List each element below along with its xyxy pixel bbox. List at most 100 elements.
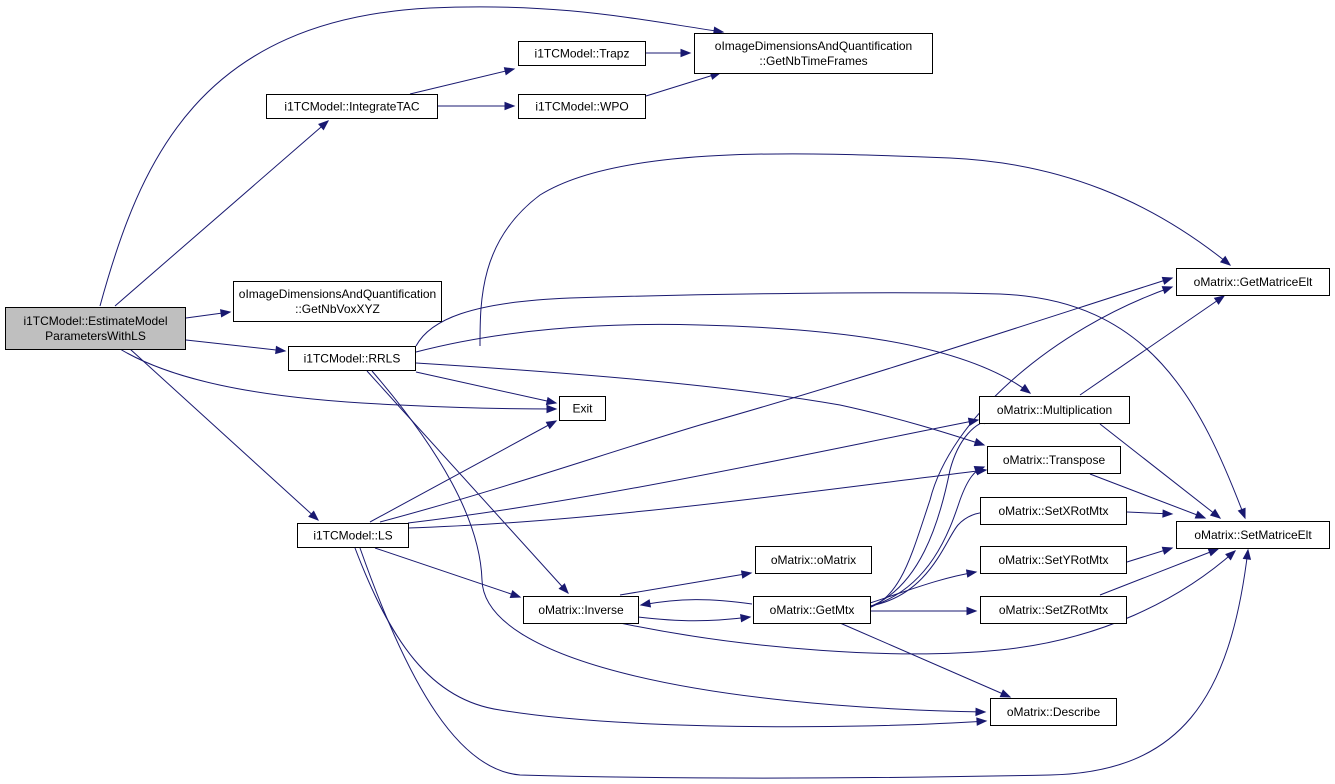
node-setzrot[interactable]: oMatrix::SetZRotMtx xyxy=(980,596,1127,624)
edge-line xyxy=(409,68,515,95)
node-box xyxy=(980,497,1127,525)
node-box xyxy=(1176,521,1330,549)
node-describe[interactable]: oMatrix::Describe xyxy=(990,698,1117,726)
edge-line xyxy=(1099,548,1219,596)
edge-line xyxy=(865,419,995,609)
node-setxrot[interactable]: oMatrix::SetXRotMtx xyxy=(980,497,1127,525)
edge-inverse-to-omatrix xyxy=(619,570,753,596)
edge-line xyxy=(862,286,1173,611)
edge-line xyxy=(479,153,1231,347)
arrowhead xyxy=(973,465,986,475)
node-label: oMatrix::SetMatriceElt xyxy=(1194,528,1312,542)
node-label: oMatrix::SetZRotMtx xyxy=(999,603,1108,617)
arrowhead xyxy=(545,396,558,406)
edge-ls-to-mult xyxy=(407,417,980,524)
edge-rrls-to-setelt xyxy=(415,292,1246,520)
node-exit[interactable]: Exit xyxy=(559,396,606,421)
arrowhead xyxy=(546,404,558,414)
edge-line xyxy=(185,339,286,352)
node-omatrix[interactable]: oMatrix::oMatrix xyxy=(755,546,872,574)
edge-ls-to-exit xyxy=(369,420,558,523)
edge-getmtx-to-getelt xyxy=(862,286,1174,611)
edge-ls-to-inverse xyxy=(374,547,522,598)
arrowhead xyxy=(965,569,978,578)
edge-line xyxy=(407,469,987,529)
graph-nodes: i1TCModel::EstimateModelParametersWithLS… xyxy=(5,33,1330,726)
node-box xyxy=(233,281,442,322)
node-getmtx[interactable]: oMatrix::GetMtx xyxy=(753,596,871,624)
node-box xyxy=(266,94,438,119)
edge-integrate-to-wpo xyxy=(438,101,516,111)
edge-rrls-to-describe xyxy=(371,370,987,717)
arrowhead xyxy=(680,48,692,58)
edge-line xyxy=(114,120,329,307)
node-label: oMatrix::GetMatriceElt xyxy=(1194,275,1313,289)
edge-setzrot-to-setelt xyxy=(1099,548,1220,596)
node-label: oMatrix::SetXRotMtx xyxy=(998,504,1108,518)
edge-line xyxy=(371,370,986,713)
node-wpo[interactable]: i1TCModel::WPO xyxy=(518,94,646,119)
edge-transpose-to-setelt xyxy=(1089,473,1207,519)
node-box xyxy=(987,446,1121,474)
arrowhead xyxy=(503,67,516,76)
edge-line xyxy=(645,72,721,97)
node-transpose[interactable]: oMatrix::Transpose xyxy=(987,446,1121,474)
node-label: i1TCModel::Trapz xyxy=(535,47,630,61)
node-label: oMatrix::GetMtx xyxy=(770,603,855,617)
edge-rrls-to-transpose xyxy=(415,362,986,447)
edge-getmtx-to-transpose xyxy=(867,465,986,608)
arrowhead xyxy=(1161,546,1174,555)
edge-line xyxy=(869,571,977,604)
edge-line xyxy=(637,616,751,622)
node-rrls[interactable]: i1TCModel::RRLS xyxy=(288,346,416,371)
node-setyrot[interactable]: oMatrix::SetYRotMtx xyxy=(980,546,1127,574)
node-integrate[interactable]: i1TCModel::IntegrateTAC xyxy=(266,94,438,119)
node-box xyxy=(297,523,409,548)
edge-line xyxy=(119,348,557,410)
arrowhead xyxy=(509,589,522,598)
node-box xyxy=(979,396,1130,424)
node-box xyxy=(753,596,871,624)
edge-ls-to-describe xyxy=(354,547,988,728)
edge-line xyxy=(619,572,752,596)
node-nbvox[interactable]: oImageDimensionsAndQuantification::GetNb… xyxy=(233,281,442,322)
node-ls[interactable]: i1TCModel::LS xyxy=(297,523,409,548)
edge-rrls-to-inverse xyxy=(366,370,569,595)
arrowhead xyxy=(318,120,330,131)
edge-line xyxy=(415,362,985,446)
edge-line xyxy=(1089,473,1206,519)
edge-line xyxy=(379,277,1173,523)
edge-integrate-to-trapz xyxy=(409,67,516,95)
node-nbtime[interactable]: oImageDimensionsAndQuantification::GetNb… xyxy=(694,33,933,74)
edge-trapz-to-nbtime xyxy=(646,48,692,58)
edge-rrls-to-mult xyxy=(415,323,1032,394)
arrowhead xyxy=(973,438,986,447)
node-getelt[interactable]: oMatrix::GetMatriceElt xyxy=(1176,268,1330,296)
graph-edges xyxy=(99,6,1252,779)
node-trapz[interactable]: i1TCModel::Trapz xyxy=(518,41,646,66)
edge-mult-to-setelt xyxy=(1099,423,1222,519)
edge-setxrot-to-setelt xyxy=(1126,509,1174,518)
node-box xyxy=(518,94,646,119)
edge-inverse-to-setelt xyxy=(619,550,1237,655)
edge-line xyxy=(1079,295,1225,396)
node-inverse[interactable]: oMatrix::Inverse xyxy=(523,596,639,624)
node-setelt[interactable]: oMatrix::SetMatriceElt xyxy=(1176,521,1330,549)
node-mult[interactable]: oMatrix::Multiplication xyxy=(979,396,1130,424)
edge-line xyxy=(640,599,753,606)
edge-setyrot-to-setelt xyxy=(1126,546,1174,563)
arrowhead xyxy=(1213,295,1226,305)
node-label: i1TCModel::RRLS xyxy=(304,352,401,366)
edge-line xyxy=(129,348,319,521)
node-label: i1TCModel::WPO xyxy=(535,100,628,114)
arrowhead xyxy=(1219,255,1232,266)
node-box xyxy=(288,346,416,371)
edge-line xyxy=(359,547,1249,779)
node-box xyxy=(5,307,186,350)
edge-getmtx-to-setyrot xyxy=(869,569,978,604)
edge-mult-to-getelt xyxy=(1079,295,1226,396)
edge-root-to-exit xyxy=(119,348,558,414)
edge-root-to-integrate xyxy=(114,120,330,307)
edge-line xyxy=(1099,423,1221,519)
